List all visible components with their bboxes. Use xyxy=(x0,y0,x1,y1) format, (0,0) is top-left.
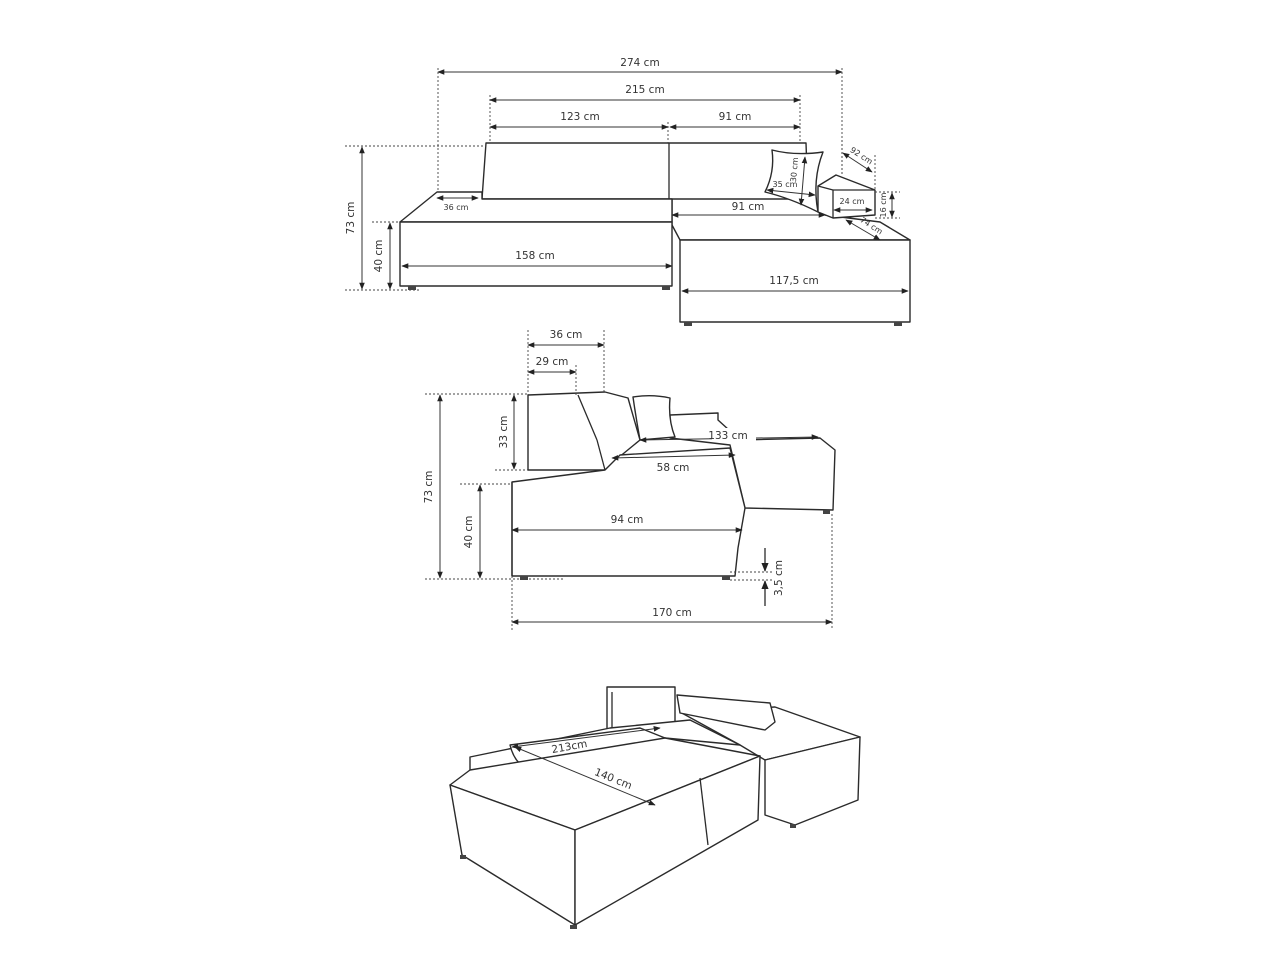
dim-total-depth: 170 cm xyxy=(652,607,691,619)
dim-chaise-length: 133 cm xyxy=(708,430,747,442)
dim-armrest-block-height: 16 cm xyxy=(879,192,888,217)
dim-armrest-block-width: 24 cm xyxy=(840,197,865,206)
backrest xyxy=(481,142,809,200)
dim-back-depth: 36 cm xyxy=(550,329,583,341)
dim-armrest-depth: 92 cm xyxy=(848,145,874,166)
bed-bolster xyxy=(676,694,776,731)
left-seat-front xyxy=(399,221,673,287)
dim-back-width: 215 cm xyxy=(625,84,664,96)
dim-total-width: 274 cm xyxy=(620,57,659,69)
dim-side-total-height: 73 cm xyxy=(423,471,435,504)
dim-side-seat-height: 40 cm xyxy=(463,516,475,549)
dim-back-top-depth: 29 cm xyxy=(536,356,569,368)
side-pillow xyxy=(632,395,676,441)
dim-seat-height: 40 cm xyxy=(373,240,385,273)
dim-pillow-width: 35 cm xyxy=(773,180,798,189)
dim-pillow-height: 30 cm xyxy=(789,157,800,183)
dim-leg-height: 3,5 cm xyxy=(773,560,785,596)
dim-seat-left-width: 158 cm xyxy=(515,250,554,262)
bed-view: 213cm 140 cm xyxy=(449,686,861,929)
chaise-front xyxy=(679,239,911,323)
front-view: 274 cm 215 cm 123 cm 91 cm 73 cm 40 cm 3… xyxy=(345,57,911,326)
dim-chaise-seat-width: 91 cm xyxy=(732,201,765,213)
dim-chaise-width: 117,5 cm xyxy=(769,275,818,287)
dim-seat-depth: 94 cm xyxy=(611,514,644,526)
dim-back-right: 91 cm xyxy=(719,111,752,123)
dim-total-height: 73 cm xyxy=(345,202,357,235)
dim-back-height: 33 cm xyxy=(498,416,510,449)
dim-seat-depth-inner: 58 cm xyxy=(657,462,690,474)
dim-back-left: 123 cm xyxy=(560,111,599,123)
dim-armrest-width: 36 cm xyxy=(444,203,469,212)
side-seat xyxy=(511,447,746,577)
bed-front-right xyxy=(574,755,761,926)
bed-chaise-front xyxy=(764,736,861,826)
side-view: 36 cm 29 cm 73 cm 33 cm 40 cm 133 cm 58 … xyxy=(423,329,836,630)
side-backrest xyxy=(527,391,641,471)
